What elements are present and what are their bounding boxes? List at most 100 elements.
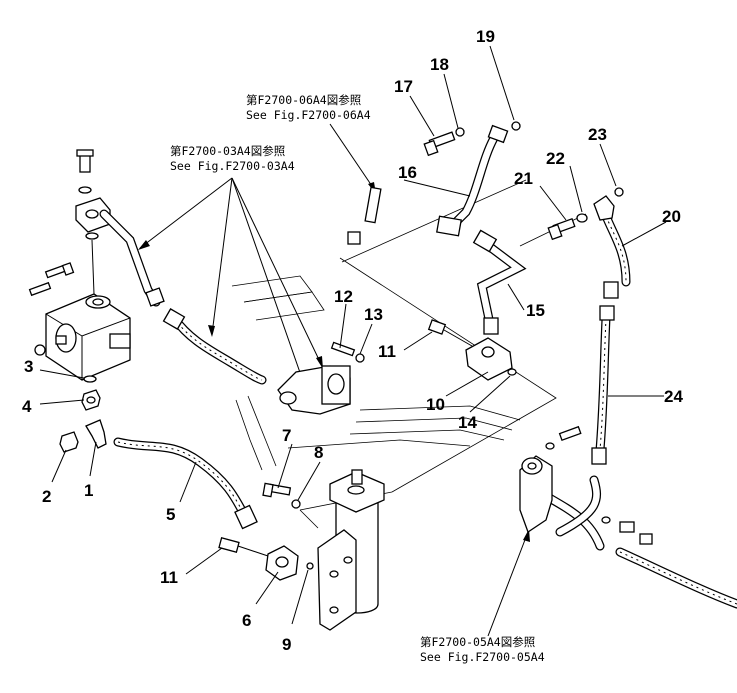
callout-10: 10 bbox=[426, 395, 445, 414]
bolt-head bbox=[547, 223, 563, 241]
hose-fitting bbox=[234, 504, 258, 530]
callout-2: 2 bbox=[42, 487, 51, 506]
tube-fitting bbox=[472, 229, 498, 253]
leader-6 bbox=[255, 571, 279, 605]
pump-shaft bbox=[55, 335, 67, 345]
reference-jp-text: 第F2700-05A4図参照 bbox=[420, 635, 535, 649]
bracket-washer bbox=[545, 442, 555, 450]
block-port bbox=[481, 346, 495, 358]
part-23-o-ring bbox=[614, 187, 624, 197]
block-port bbox=[275, 556, 289, 568]
hose-fitting bbox=[591, 447, 607, 465]
bolt-head bbox=[76, 149, 94, 157]
reference-en-text: See Fig.F2700-06A4 bbox=[246, 108, 371, 122]
reference-jp-text: 第F2700-06A4図参照 bbox=[246, 93, 361, 107]
bolt-head bbox=[423, 139, 439, 157]
leader-17 bbox=[409, 95, 435, 137]
part-13-washer bbox=[355, 353, 365, 363]
assembly-line bbox=[443, 329, 473, 347]
callout-22: 22 bbox=[546, 149, 565, 168]
bracket-port-inner bbox=[527, 462, 537, 470]
elbow-fitting bbox=[593, 195, 615, 221]
bracket-fitting bbox=[639, 533, 653, 545]
part-8-washer bbox=[291, 499, 301, 509]
plane-stripe bbox=[287, 439, 471, 449]
pump-boss bbox=[109, 333, 131, 349]
callout-1: 1 bbox=[84, 481, 93, 500]
filter-cap bbox=[347, 485, 365, 495]
bracket-body bbox=[519, 455, 553, 533]
bolt-head bbox=[61, 262, 75, 276]
callout-11b: 11 bbox=[378, 342, 396, 361]
reference-note-03a4: 第F2700-03A4図参照 See Fig.F2700-03A4 bbox=[170, 144, 295, 173]
bracket-hole bbox=[343, 556, 353, 564]
reference-note-06a4: 第F2700-06A4図参照 See Fig.F2700-06A4 bbox=[246, 93, 371, 122]
callout-15: 15 bbox=[526, 301, 545, 320]
callout-11a: 11 bbox=[160, 568, 178, 587]
callout-21: 21 bbox=[514, 169, 533, 188]
assembly-line bbox=[237, 545, 269, 557]
reference-en-text: See Fig.F2700-05A4 bbox=[420, 650, 545, 664]
part-22-washer bbox=[576, 213, 588, 223]
mounting-plane bbox=[231, 179, 587, 529]
nut-hole bbox=[86, 396, 96, 404]
filter-bracket bbox=[317, 529, 357, 631]
plane-stripe bbox=[355, 417, 513, 431]
leader-10 bbox=[445, 371, 489, 397]
callout-19: 19 bbox=[476, 27, 495, 46]
plane-stripe bbox=[243, 291, 325, 321]
leader-11a bbox=[185, 547, 223, 575]
pump-o-ring bbox=[34, 344, 46, 356]
hose-fitting bbox=[603, 281, 619, 299]
leader-8 bbox=[297, 461, 321, 501]
part-18-washer bbox=[455, 127, 465, 137]
tube-end bbox=[145, 287, 165, 307]
leader-9 bbox=[291, 569, 309, 625]
plane-stripe bbox=[349, 429, 505, 441]
callout-18: 18 bbox=[430, 55, 449, 74]
leader-line bbox=[487, 531, 529, 637]
arrow-head bbox=[208, 325, 215, 337]
plane-stripe bbox=[247, 395, 277, 467]
pump-port-inner bbox=[92, 298, 104, 306]
bolt-washer bbox=[78, 186, 92, 194]
leader-13 bbox=[359, 323, 373, 355]
tube-block bbox=[436, 215, 462, 237]
leader-18 bbox=[443, 73, 459, 129]
leader-14 bbox=[469, 375, 511, 413]
leader-5 bbox=[179, 461, 197, 503]
leader-line bbox=[211, 177, 233, 335]
leader-12 bbox=[339, 303, 347, 349]
pump-bolt bbox=[28, 281, 52, 297]
hose-fitting bbox=[162, 308, 186, 330]
leader-line bbox=[139, 177, 233, 249]
part-2-plug bbox=[59, 431, 79, 453]
filter-bolt bbox=[351, 469, 363, 485]
leader-22 bbox=[569, 165, 583, 213]
bracket-hole bbox=[329, 606, 339, 614]
leader-7 bbox=[277, 443, 293, 489]
manifold-port bbox=[327, 373, 345, 395]
fittings-left bbox=[59, 375, 107, 453]
plane-stripe bbox=[359, 405, 521, 421]
leader-2 bbox=[51, 449, 67, 483]
callout-7: 7 bbox=[282, 426, 291, 445]
hydraulic-pump bbox=[28, 149, 165, 381]
tube-fitting bbox=[483, 317, 499, 335]
manifold-block bbox=[277, 186, 517, 415]
flange-hole bbox=[85, 209, 99, 219]
part-19-o-ring bbox=[511, 121, 521, 131]
callout-13: 13 bbox=[364, 305, 383, 324]
callout-3: 3 bbox=[24, 357, 33, 376]
leader-20 bbox=[621, 221, 667, 247]
arrow-head bbox=[316, 356, 323, 369]
manifold-port bbox=[279, 391, 297, 405]
leader-1 bbox=[89, 441, 97, 477]
leader-11b bbox=[403, 331, 433, 351]
part-11-fitting bbox=[427, 319, 447, 335]
leader-15 bbox=[507, 283, 525, 311]
callout-17: 17 bbox=[394, 77, 413, 96]
o-ring bbox=[85, 232, 99, 240]
bracket-bolt bbox=[558, 425, 582, 442]
